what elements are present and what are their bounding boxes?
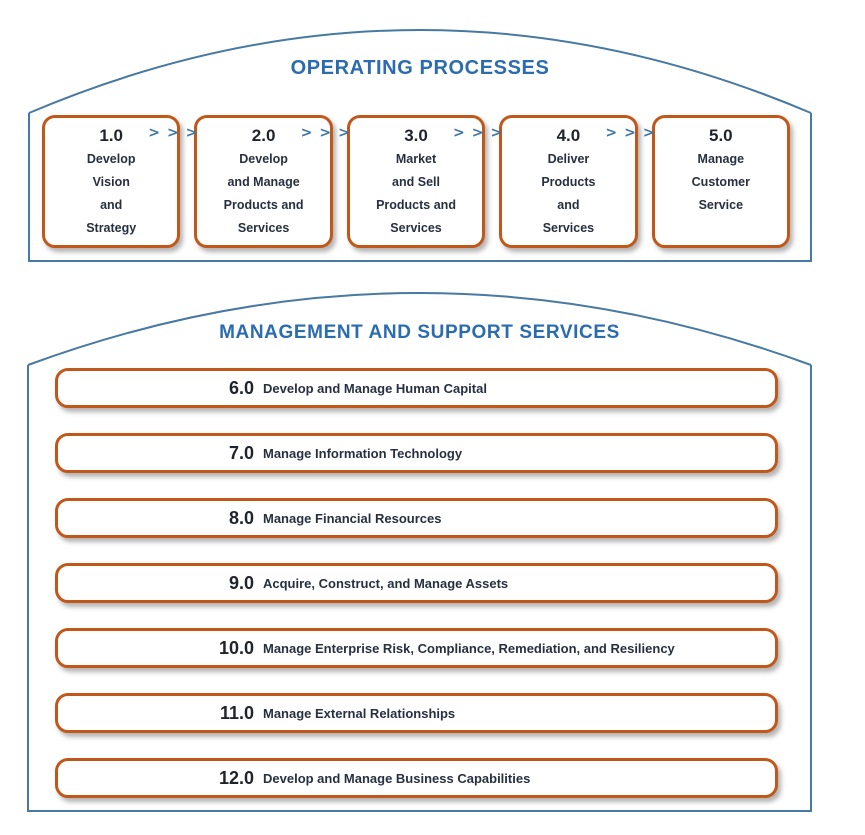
management-frame: 6.0 Develop and Manage Human Capital 7.0… bbox=[27, 365, 812, 812]
process-box-number: 5.0 bbox=[709, 126, 733, 145]
management-row: 7.0 Manage Information Technology bbox=[55, 433, 778, 473]
chevron-right-icon: > bbox=[185, 125, 198, 141]
management-row-number: 8.0 bbox=[228, 507, 254, 528]
chevron-right-icon: > bbox=[471, 125, 484, 141]
management-row: 11.0 Manage External Relationships bbox=[55, 693, 778, 733]
management-row-number: 6.0 bbox=[228, 377, 254, 398]
chevron-right-icon: > bbox=[642, 125, 655, 141]
process-box-number: 2.0 bbox=[251, 126, 276, 145]
process-box-label-line: Manage bbox=[697, 152, 745, 166]
process-box-label-line: Develop bbox=[239, 152, 288, 166]
management-row-label: Manage Information Technology bbox=[263, 445, 463, 461]
chevron-right-icon: > bbox=[605, 125, 618, 141]
management-rows: 6.0 Develop and Manage Human Capital 7.0… bbox=[55, 368, 778, 823]
process-box-label-line: Services bbox=[542, 221, 595, 235]
process-box-label-line: Deliver bbox=[547, 152, 590, 166]
management-row: 8.0 Manage Financial Resources bbox=[55, 498, 778, 538]
management-row-label: Manage External Relationships bbox=[263, 705, 456, 721]
process-box-label-line: and bbox=[557, 198, 580, 212]
chevron-right-icon: > bbox=[624, 125, 636, 141]
management-row-label: Acquire, Construct, and Manage Assets bbox=[263, 575, 509, 591]
process-box-label-line: Products and bbox=[223, 198, 304, 212]
process-box-label-line: Vision bbox=[92, 175, 130, 189]
management-row: 12.0 Develop and Manage Business Capabil… bbox=[55, 758, 778, 798]
process-box-number: 1.0 bbox=[99, 126, 124, 145]
process-box-label-line: and Sell bbox=[392, 175, 440, 189]
chevron-right-icon: > bbox=[490, 125, 503, 141]
chevron-right-icon: > bbox=[166, 125, 179, 141]
management-row-number: 12.0 bbox=[218, 767, 254, 788]
process-box-label-line: Develop bbox=[86, 152, 136, 166]
management-row-label: Develop and Manage Human Capital bbox=[263, 380, 487, 396]
process-box-number: 3.0 bbox=[404, 126, 428, 145]
management-row-label: Manage Financial Resources bbox=[263, 510, 442, 526]
management-row-number: 7.0 bbox=[228, 442, 254, 463]
management-row-number: 10.0 bbox=[218, 637, 254, 658]
process-box-label-line: Customer bbox=[691, 175, 750, 189]
operating-arch-line bbox=[28, 29, 812, 114]
chevron-right-icon: > bbox=[148, 125, 160, 141]
process-box-label-line: Service bbox=[698, 198, 744, 212]
management-arch-line bbox=[27, 292, 812, 366]
chevron-right-icon: > bbox=[300, 125, 313, 141]
flow-chevrons: > > > bbox=[148, 126, 197, 140]
management-row: 9.0 Acquire, Construct, and Manage Asset… bbox=[55, 563, 778, 603]
management-row-label: Develop and Manage Business Capabilities bbox=[263, 770, 531, 786]
management-row-number: 9.0 bbox=[228, 572, 254, 593]
management-support-section: MANAGEMENT AND SUPPORT SERVICES 6.0 Deve… bbox=[27, 288, 812, 812]
operating-title: OPERATING PROCESSES bbox=[290, 57, 550, 79]
flow-chevrons: > > > bbox=[605, 126, 654, 140]
chevron-right-icon: > bbox=[319, 125, 332, 141]
chevron-right-icon: > bbox=[338, 125, 350, 141]
management-row: 10.0 Manage Enterprise Risk, Compliance,… bbox=[55, 628, 778, 668]
process-box-label-line: and bbox=[100, 198, 123, 212]
process-box-label-line: Services bbox=[237, 221, 290, 235]
process-box-label-line: Services bbox=[390, 221, 442, 235]
management-row-label: Manage Enterprise Risk, Compliance, Reme… bbox=[263, 640, 675, 656]
flow-chevrons: > > > bbox=[453, 126, 502, 140]
process-box-label-line: Products bbox=[541, 175, 596, 189]
flow-chevrons: > > > bbox=[301, 126, 350, 140]
management-title: MANAGEMENT AND SUPPORT SERVICES bbox=[219, 322, 620, 343]
management-row: 6.0 Develop and Manage Human Capital bbox=[55, 368, 778, 408]
process-box-label-line: and Manage bbox=[227, 175, 300, 189]
management-row-number: 11.0 bbox=[219, 702, 254, 723]
chevron-right-icon: > bbox=[453, 125, 465, 141]
process-box-label-line: Products and bbox=[376, 198, 456, 212]
process-box-label-line: Strategy bbox=[86, 221, 137, 235]
process-box-number: 4.0 bbox=[556, 126, 581, 145]
process-box-label-line: Market bbox=[395, 152, 437, 166]
